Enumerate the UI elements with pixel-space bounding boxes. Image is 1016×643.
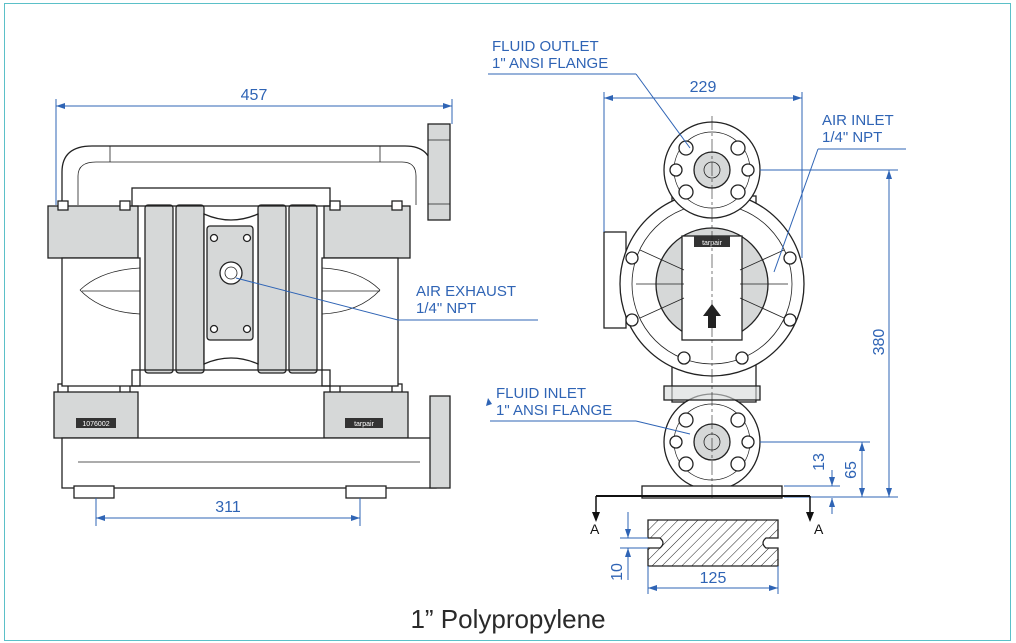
front-view: 1076002 tarpair <box>47 123 538 499</box>
dim-foot-width: 125 <box>647 566 779 594</box>
svg-text:229: 229 <box>690 79 717 96</box>
right-housing <box>321 257 399 387</box>
svg-text:1/4" NPT: 1/4" NPT <box>416 300 476 317</box>
brand-plate-front-text: tarpair <box>354 421 375 428</box>
svg-text:380: 380 <box>871 329 888 356</box>
svg-text:65: 65 <box>843 461 860 479</box>
right-cover-outer <box>288 204 318 374</box>
left-cover-outer <box>144 204 174 374</box>
air-inlet-callout: AIR INLET 1/4" NPT <box>773 112 906 273</box>
svg-text:10: 10 <box>609 563 626 581</box>
svg-text:1/4" NPT: 1/4" NPT <box>822 129 882 146</box>
svg-text:AIR EXHAUST: AIR EXHAUST <box>416 283 516 300</box>
fluid-outlet-callout: FLUID OUTLET 1" ANSI FLANGE <box>488 38 691 149</box>
left-collar-top <box>47 205 139 259</box>
svg-text:FLUID INLET: FLUID INLET <box>496 385 586 402</box>
inlet-flange-front <box>429 395 451 489</box>
svg-text:125: 125 <box>700 570 727 587</box>
section-foot <box>647 519 779 567</box>
dim-foot-height: 10 <box>609 512 648 581</box>
right-collar-bottom <box>323 391 409 439</box>
top-manifold <box>61 145 433 205</box>
brand-plate-side-text: tarpair <box>702 240 723 247</box>
serial-plate-text: 1076002 <box>82 421 109 428</box>
outlet-flange <box>427 123 451 221</box>
right-foot <box>345 485 387 499</box>
section-mark-left: A <box>590 521 600 537</box>
right-collar-top <box>323 205 411 259</box>
svg-text:FLUID OUTLET: FLUID OUTLET <box>492 38 599 55</box>
svg-text:AIR INLET: AIR INLET <box>822 112 894 129</box>
left-foot <box>73 485 115 499</box>
left-collar-bottom <box>53 391 139 439</box>
dim-base-width: 311 <box>95 498 361 526</box>
flow-arrow-icon <box>703 304 721 328</box>
section-mark-right: A <box>814 521 824 537</box>
serial-plate <box>76 418 116 428</box>
left-housing <box>61 257 141 387</box>
svg-text:13: 13 <box>811 453 828 471</box>
air-exhaust-callout: AIR EXHAUST 1/4" NPT <box>416 283 516 317</box>
figure-caption: 1” Polypropylene <box>410 604 606 634</box>
drawing-frame <box>4 3 1011 641</box>
right-cover-inner <box>257 204 287 374</box>
dim-outlet-from-base: 65 <box>760 441 870 497</box>
dim-overall-width: 457 <box>55 87 453 205</box>
left-cover-inner <box>175 204 205 374</box>
brand-plate-front <box>345 418 383 428</box>
fluid-inlet-callout: FLUID INLET 1" ANSI FLANGE <box>486 385 691 435</box>
svg-text:311: 311 <box>215 499 241 516</box>
svg-text:1" ANSI FLANGE: 1" ANSI FLANGE <box>496 402 612 419</box>
svg-text:1" ANSI FLANGE: 1" ANSI FLANGE <box>492 55 608 72</box>
bottom-manifold <box>61 437 437 489</box>
dim-side-width: 229 <box>603 79 803 258</box>
section-line: A A <box>590 495 824 537</box>
dim-base-thickness: 13 <box>784 453 840 514</box>
dim-overall-height: 380 <box>760 169 898 498</box>
side-view: tarpair <box>603 116 805 500</box>
svg-text:457: 457 <box>241 87 268 104</box>
